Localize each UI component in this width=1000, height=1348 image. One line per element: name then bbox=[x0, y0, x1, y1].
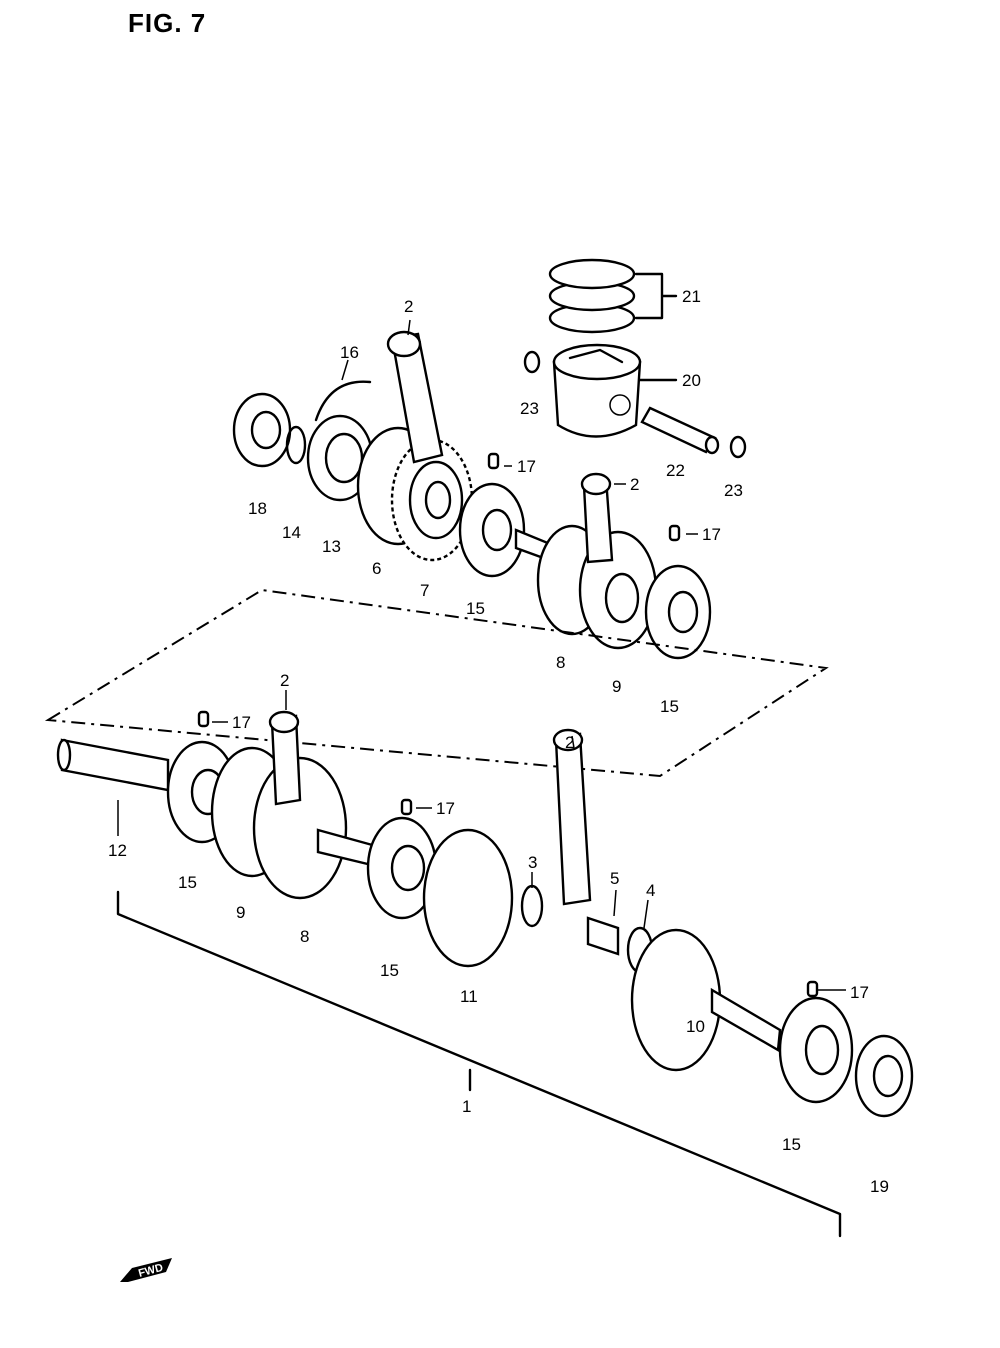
callout-8-lower: 8 bbox=[300, 927, 309, 946]
callout-2-upper-left: 2 bbox=[404, 297, 413, 316]
snap-ring-16 bbox=[314, 380, 372, 422]
callout-17-upper-left: 17 bbox=[517, 457, 536, 476]
upper-conrod-left bbox=[386, 330, 444, 464]
callout-23-right: 23 bbox=[724, 481, 743, 500]
oil-seal-right-19 bbox=[854, 1034, 914, 1118]
lower-conrod-right bbox=[552, 728, 592, 906]
callout-7: 7 bbox=[420, 581, 429, 600]
figure-title: FIG. 7 bbox=[128, 8, 207, 38]
assembly-group-outline bbox=[44, 588, 829, 778]
assembly-bracket bbox=[116, 890, 842, 1238]
spacer-ring bbox=[285, 425, 307, 465]
callout-1: 1 bbox=[462, 1097, 471, 1116]
callout-2-lower-left: 2 bbox=[280, 671, 289, 690]
lower-crank-web-11 bbox=[422, 828, 514, 968]
callout-14: 14 bbox=[282, 523, 301, 542]
callout-21: 21 bbox=[682, 287, 701, 306]
dowel-pins-lower bbox=[197, 710, 819, 998]
callout-22: 22 bbox=[666, 461, 685, 480]
callout-18: 18 bbox=[248, 499, 267, 518]
callout-16: 16 bbox=[340, 343, 359, 362]
callout-19: 19 bbox=[870, 1177, 889, 1196]
fwd-label: FWD bbox=[137, 1262, 164, 1280]
callout-6: 6 bbox=[372, 559, 381, 578]
dowel-pins-upper bbox=[487, 452, 681, 542]
circlips bbox=[523, 350, 747, 459]
callout-10: 10 bbox=[686, 1017, 705, 1036]
callout-9-upper: 9 bbox=[612, 677, 621, 696]
needle-bearing-5 bbox=[586, 916, 620, 956]
callout-17-lower-left: 17 bbox=[232, 713, 251, 732]
crankshaft-left-end-12 bbox=[56, 738, 170, 792]
callout-15-upper-right: 15 bbox=[660, 697, 679, 716]
upper-bearing-15a bbox=[458, 482, 526, 578]
callout-8-upper: 8 bbox=[556, 653, 565, 672]
lower-bearing-15c bbox=[778, 996, 854, 1104]
lower-conrod-left bbox=[268, 710, 302, 806]
callout-17-lower-right: 17 bbox=[850, 983, 869, 1002]
callout-17-lower-middle: 17 bbox=[436, 799, 455, 818]
callout-15-lower-left: 15 bbox=[178, 873, 197, 892]
thrust-washer-3 bbox=[520, 884, 544, 928]
callout-20: 20 bbox=[682, 371, 701, 390]
crankshaft-right-end bbox=[710, 987, 782, 1052]
callout-11: 11 bbox=[460, 987, 478, 1006]
upper-bearing-15b bbox=[644, 564, 712, 660]
callout-4: 4 bbox=[646, 881, 655, 900]
piston-pin bbox=[640, 406, 720, 455]
oil-seal-left bbox=[232, 392, 292, 468]
lower-bearing-15b bbox=[366, 816, 438, 920]
callout-12: 12 bbox=[108, 841, 127, 860]
callout-5: 5 bbox=[610, 869, 619, 888]
callout-3: 3 bbox=[528, 853, 537, 872]
piston bbox=[552, 343, 678, 438]
lower-crank-web-10 bbox=[630, 928, 722, 1072]
upper-conrod-right bbox=[580, 472, 614, 564]
leader-lines bbox=[117, 319, 846, 991]
callout-9-lower: 9 bbox=[236, 903, 245, 922]
callout-15-upper-left: 15 bbox=[466, 599, 485, 618]
callout-2-upper-right: 2 bbox=[630, 475, 639, 494]
callout-17-upper-right: 17 bbox=[702, 525, 721, 544]
callout-15-lower-middle: 15 bbox=[380, 961, 399, 980]
callout-23-left: 23 bbox=[520, 399, 539, 418]
callout-13: 13 bbox=[322, 537, 341, 556]
callout-15-lower-right: 15 bbox=[782, 1135, 801, 1154]
forward-arrow-icon bbox=[120, 1258, 172, 1282]
callout-2-lower-right: 2 bbox=[565, 733, 574, 752]
piston-rings bbox=[548, 258, 678, 334]
